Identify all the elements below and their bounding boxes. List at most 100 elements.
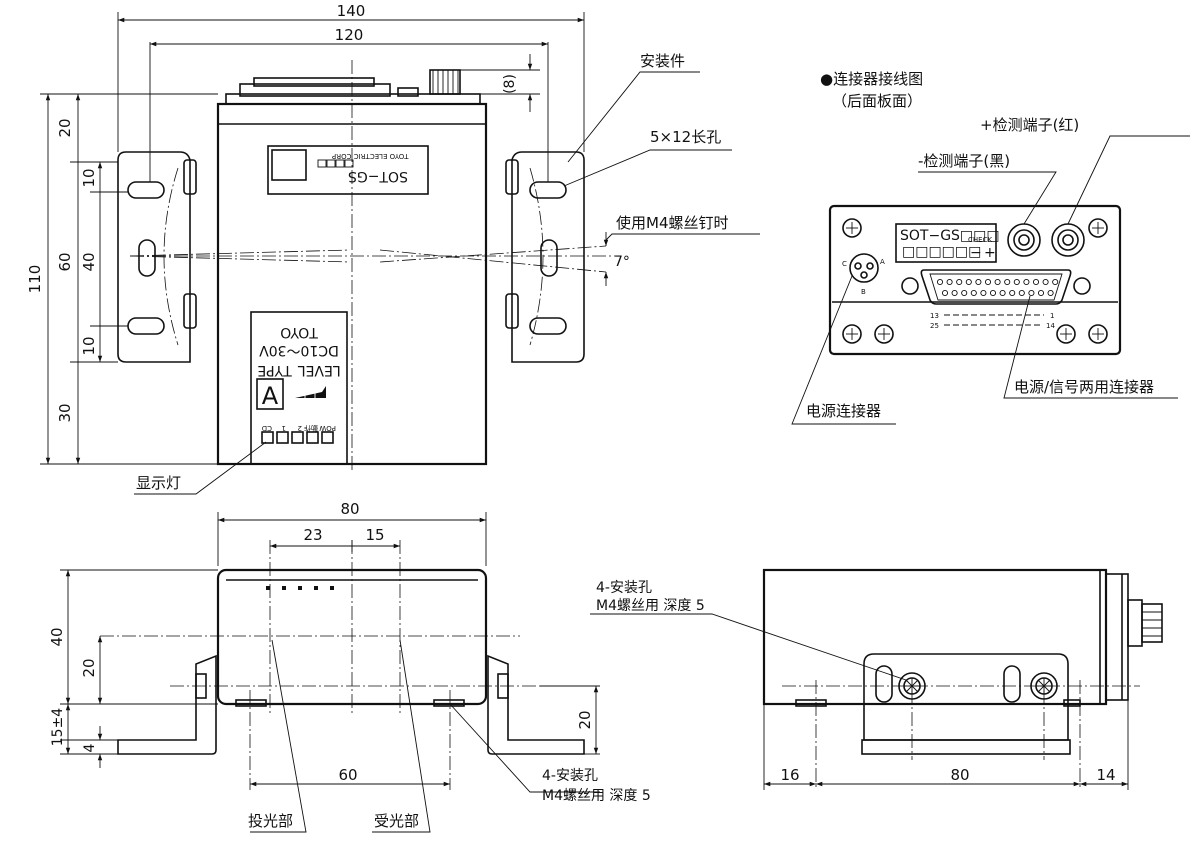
indicator-leds [261,431,334,444]
dim-60: 60 [56,252,74,271]
connector-pin [1028,289,1035,297]
connector-pin [941,289,949,297]
connector-pin [936,278,944,286]
callout-front-holes2: M4螺丝用 深度 5 [542,788,651,804]
connector-pin [946,278,953,286]
connector-pin [951,289,958,297]
connector-pin [980,289,987,297]
dim-110: 110 [26,265,44,294]
rear-model: SOT−GS□□□ [900,228,1000,244]
connector-pin [1004,278,1011,286]
callout-signal-connector: 电源/信号两用连接器 [1014,378,1154,396]
dim-front-20: 20 [80,658,98,677]
panel-level-type: LEVELTYPE [257,362,340,378]
plus-terminal [1051,223,1085,257]
dim-120: 120 [335,26,364,44]
dim-7deg: 7° [614,254,630,270]
callout-side-holes1: 4-安装孔 [596,580,652,596]
side-view: 16 80 14 4-安装孔 M4螺丝用 深度 5 [590,568,1163,790]
panel-voltage: DC10～30V [259,342,339,358]
rear-panel [828,204,1122,356]
callout-indicator: 显示灯 [136,474,181,492]
connector-pin [961,289,968,297]
connector-pin [1023,278,1030,286]
rear-check: CHECK [968,236,992,244]
dim-side-80: 80 [950,766,969,784]
indicator-panel [250,311,348,465]
dim-front-15: 15 [365,526,384,544]
rear-view: ●连接器接线图 （后面板面） SOT−GS□□□ CHECK □□□□□□ − … [791,70,1190,425]
connector-pin [1018,289,1025,297]
callout-receiver: 受光部 [374,812,419,830]
label-plate [267,145,429,195]
callout-power-connector: 电源连接器 [806,402,881,420]
dim-8: (8) [502,74,518,94]
svg-text:13: 13 [930,312,939,320]
svg-text:2: 2 [298,424,302,432]
side-body [762,568,1108,706]
top-view: SOT−GS TOYO ELECTRIC CORP TOYO DC10～30V … [26,2,760,495]
type-letter: A [262,382,279,410]
callout-minus-terminal: -检测端子(黑) [918,152,1010,170]
svg-text:C: C [842,260,847,268]
callout-side-holes2: M4螺丝用 深度 5 [596,598,705,614]
dim-40: 40 [80,252,98,271]
callout-emitter: 投光部 [248,812,293,830]
slot-hole [127,181,165,199]
callout-screw: 使用M4螺丝钉时 [616,214,729,232]
rear-subtitle: （后面板面） [832,92,922,110]
svg-text:14: 14 [1046,322,1055,330]
callout-slot: 5×12长孔 [650,128,721,146]
dim-10a: 10 [80,168,98,187]
dim-side-16: 16 [780,766,799,784]
connector-pin [1037,289,1045,297]
panel-screw [842,218,1108,344]
connector-pin [970,289,977,297]
callout-front-holes1: 4-安装孔 [542,768,598,784]
svg-text:25: 25 [930,322,939,330]
dim-front-23: 23 [303,526,322,544]
rear-boxes: □□□□□□ [902,244,981,260]
connector-pin [1042,278,1049,286]
plate-model: SOT−GS [348,168,408,184]
connector-pin [1052,278,1059,286]
plate-maker: TOYO ELECTRIC CORP [332,152,409,160]
svg-text:CD: CD [262,424,272,432]
rear-title: ●连接器接线图 [820,70,923,88]
dim-front-15pm4: 15±4 [50,708,66,747]
connector-pin [1032,278,1040,286]
svg-text:動作: 動作 [304,424,318,433]
connector-pin [989,289,997,297]
panel-brand: TOYO [280,324,319,340]
svg-text:−: − [970,245,982,261]
connector-pin [1009,289,1016,297]
mounting-bracket [117,151,191,363]
connector-pin [999,289,1006,297]
front-view: 80 23 15 60 40 20 15±4 4 20 4-安装孔 M4螺丝用 … [48,500,651,833]
svg-text:POW: POW [319,424,336,432]
connector-pin [994,278,1001,286]
dim-front-40: 40 [48,627,66,646]
dim-front-60: 60 [338,766,357,784]
connector-pin [975,278,982,286]
callout-bracket: 安装件 [640,52,685,70]
dim-30: 30 [56,403,74,422]
dim-140: 140 [337,2,366,20]
signal-connector [901,269,1091,305]
connector-pin [984,278,992,286]
connector-pin [956,278,963,286]
svg-text:1: 1 [282,424,286,432]
dim-front-20r: 20 [576,710,594,729]
connector-pin [1047,289,1054,297]
dim-20: 20 [56,118,74,137]
dim-10b: 10 [80,336,98,355]
dim-side-14: 14 [1096,766,1115,784]
svg-text:B: B [861,288,866,296]
power-connector: C A B [842,253,885,296]
svg-text:A: A [880,258,885,266]
connector-pin [965,278,972,286]
minus-terminal [1007,223,1041,257]
callout-plus-terminal: +检测端子(红) [980,116,1079,134]
